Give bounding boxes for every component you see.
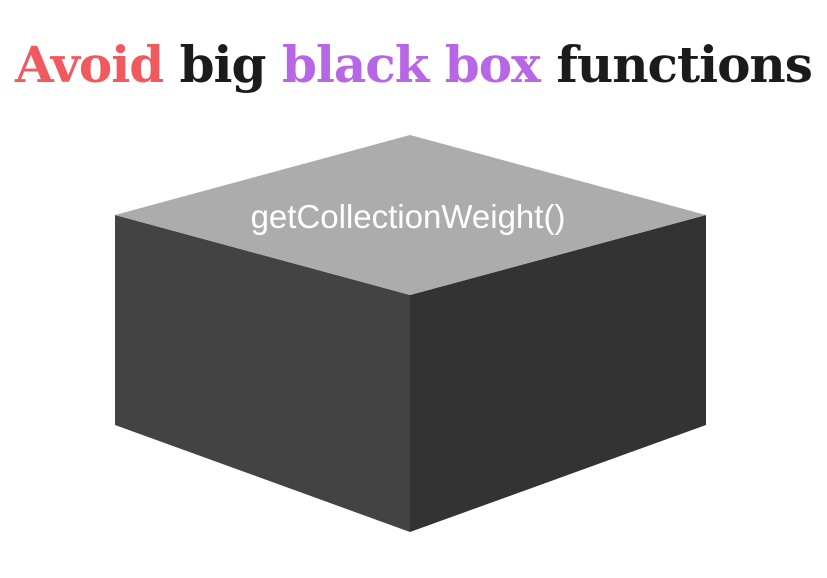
- headline-word-black-box: black box: [281, 35, 541, 94]
- headline-word-avoid: Avoid: [15, 35, 164, 94]
- box-right-face: [410, 215, 706, 532]
- box-top-face: [115, 135, 706, 295]
- box-left-face: [115, 215, 410, 532]
- headline-word-big: big: [179, 35, 267, 94]
- box-function-label: getCollectionWeight(): [251, 198, 566, 235]
- headline: Avoid big black box functions: [0, 30, 827, 100]
- headline-word-functions: functions: [556, 35, 813, 94]
